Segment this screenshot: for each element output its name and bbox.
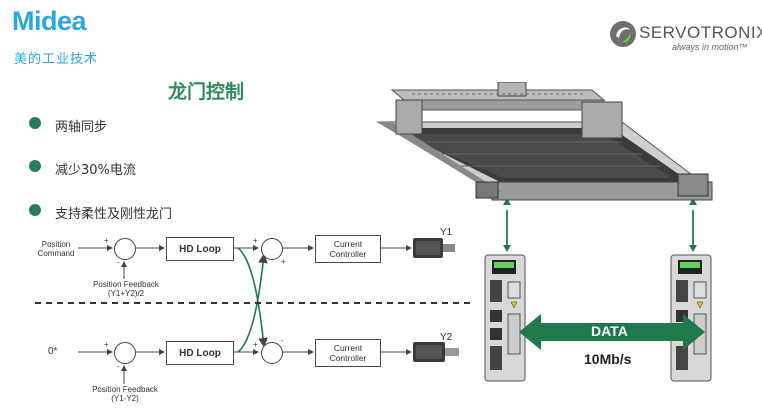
plus-sign: + bbox=[253, 340, 258, 349]
midea-logo-text: Midea bbox=[12, 6, 87, 36]
minus-sign: - bbox=[117, 258, 120, 267]
bullet-text: 两轴同步 bbox=[55, 120, 108, 135]
summing-junction-bottom-2 bbox=[261, 342, 283, 364]
bullet-dot-icon bbox=[29, 204, 41, 216]
axis-y2-label: Y2 bbox=[440, 332, 453, 343]
current-controller-bottom: Current Controller bbox=[315, 339, 381, 367]
position-feedback-bottom-label: Position Feedback (Y1-Y2) bbox=[92, 385, 158, 403]
minus-sign: - bbox=[281, 336, 284, 345]
position-feedback-top-label: Position Feedback (Y1+Y2)/2 bbox=[93, 280, 159, 298]
plus-sign: + bbox=[104, 236, 109, 245]
servotronix-name: SERVOTRONIX bbox=[639, 23, 762, 42]
midea-subtitle: 美的工业技术 bbox=[14, 52, 99, 67]
bullet-text: 减少30%电流 bbox=[55, 163, 136, 178]
bullet-text: 支持柔性及刚性龙门 bbox=[55, 207, 173, 222]
servo-motor-y2-icon bbox=[413, 342, 459, 362]
bullet-dot-icon bbox=[29, 117, 41, 129]
data-link-label: DATA bbox=[591, 323, 628, 339]
midea-logo: Midea bbox=[12, 6, 87, 37]
data-link-arrow-icon bbox=[519, 314, 705, 350]
summing-junction-top-2 bbox=[261, 238, 283, 260]
gantry-illustration bbox=[376, 82, 714, 201]
servo-motor-y1-icon bbox=[413, 238, 455, 258]
summing-junction-bottom-1 bbox=[114, 342, 136, 364]
servo-drive-left-icon bbox=[484, 254, 526, 382]
current-controller-top: Current Controller bbox=[315, 235, 381, 263]
minus-sign: - bbox=[117, 362, 120, 371]
hd-loop-top: HD Loop bbox=[166, 237, 234, 261]
axis-y1-label: Y1 bbox=[440, 227, 453, 238]
position-command-label: Position Command bbox=[37, 240, 75, 258]
bullet-dot-icon bbox=[29, 160, 41, 172]
servotronix-logo-icon bbox=[610, 21, 636, 47]
data-rate-label: 10Mb/s bbox=[584, 351, 632, 367]
plus-sign: + bbox=[253, 236, 258, 245]
slide-title: 龙门控制 bbox=[168, 81, 245, 103]
summing-junction-top-1 bbox=[114, 238, 136, 260]
plus-sign: + bbox=[281, 257, 286, 266]
hd-loop-bottom: HD Loop bbox=[166, 341, 234, 365]
plus-sign: + bbox=[104, 340, 109, 349]
zero-command-label: 0* bbox=[48, 346, 58, 357]
servotronix-tagline: always in motion™ bbox=[672, 42, 748, 52]
